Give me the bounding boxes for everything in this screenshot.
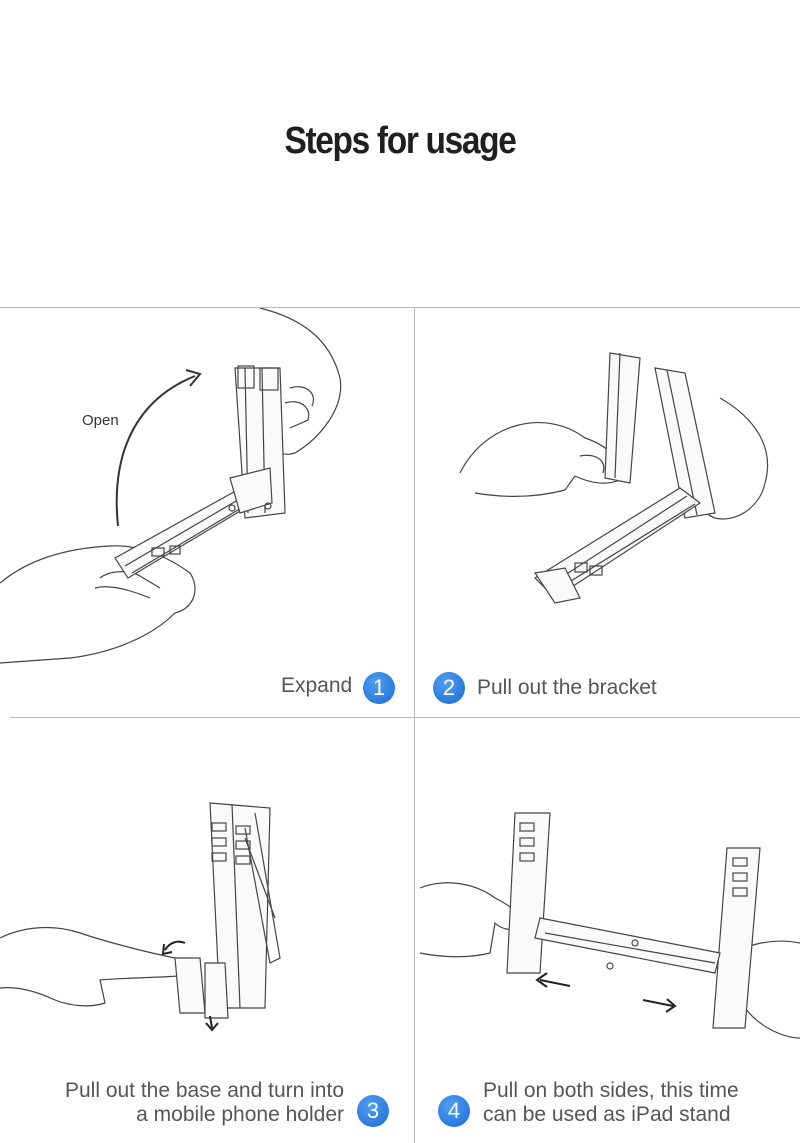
- divider-middle: [10, 717, 800, 718]
- step-3-badge: 3: [357, 1095, 389, 1127]
- step-4-panel: 4 Pull on both sides, this time can be u…: [415, 718, 800, 1143]
- step-4-caption-line1: Pull on both sides, this time: [483, 1079, 739, 1102]
- divider-vertical: [414, 307, 415, 1143]
- step-2-illustration: [459, 352, 769, 604]
- step-1-panel: Open Expand 1: [0, 308, 414, 717]
- step-3-caption-line2: a mobile phone holder: [136, 1103, 344, 1126]
- step-1-badge: 1: [363, 672, 395, 704]
- step-4-illustration: [419, 812, 800, 1039]
- step-3-caption-line1: Pull out the base and turn into: [64, 1079, 344, 1102]
- step-2-panel: 2 Pull out the bracket: [415, 308, 800, 717]
- step-2-badge: 2: [433, 672, 465, 704]
- step-3-illustration: [0, 802, 281, 1032]
- step-2-caption: Pull out the bracket: [477, 676, 657, 699]
- step-4-caption-line2: can be used as iPad stand: [483, 1103, 731, 1126]
- step-1-caption: Expand: [281, 674, 353, 697]
- step-1-illustration: [0, 308, 342, 664]
- open-annotation: Open: [82, 412, 119, 429]
- step-4-badge: 4: [438, 1095, 470, 1127]
- divider-top: [0, 307, 800, 308]
- step-3-panel: Pull out the base and turn into a mobile…: [0, 718, 414, 1143]
- page-title: Steps for usage: [284, 120, 516, 162]
